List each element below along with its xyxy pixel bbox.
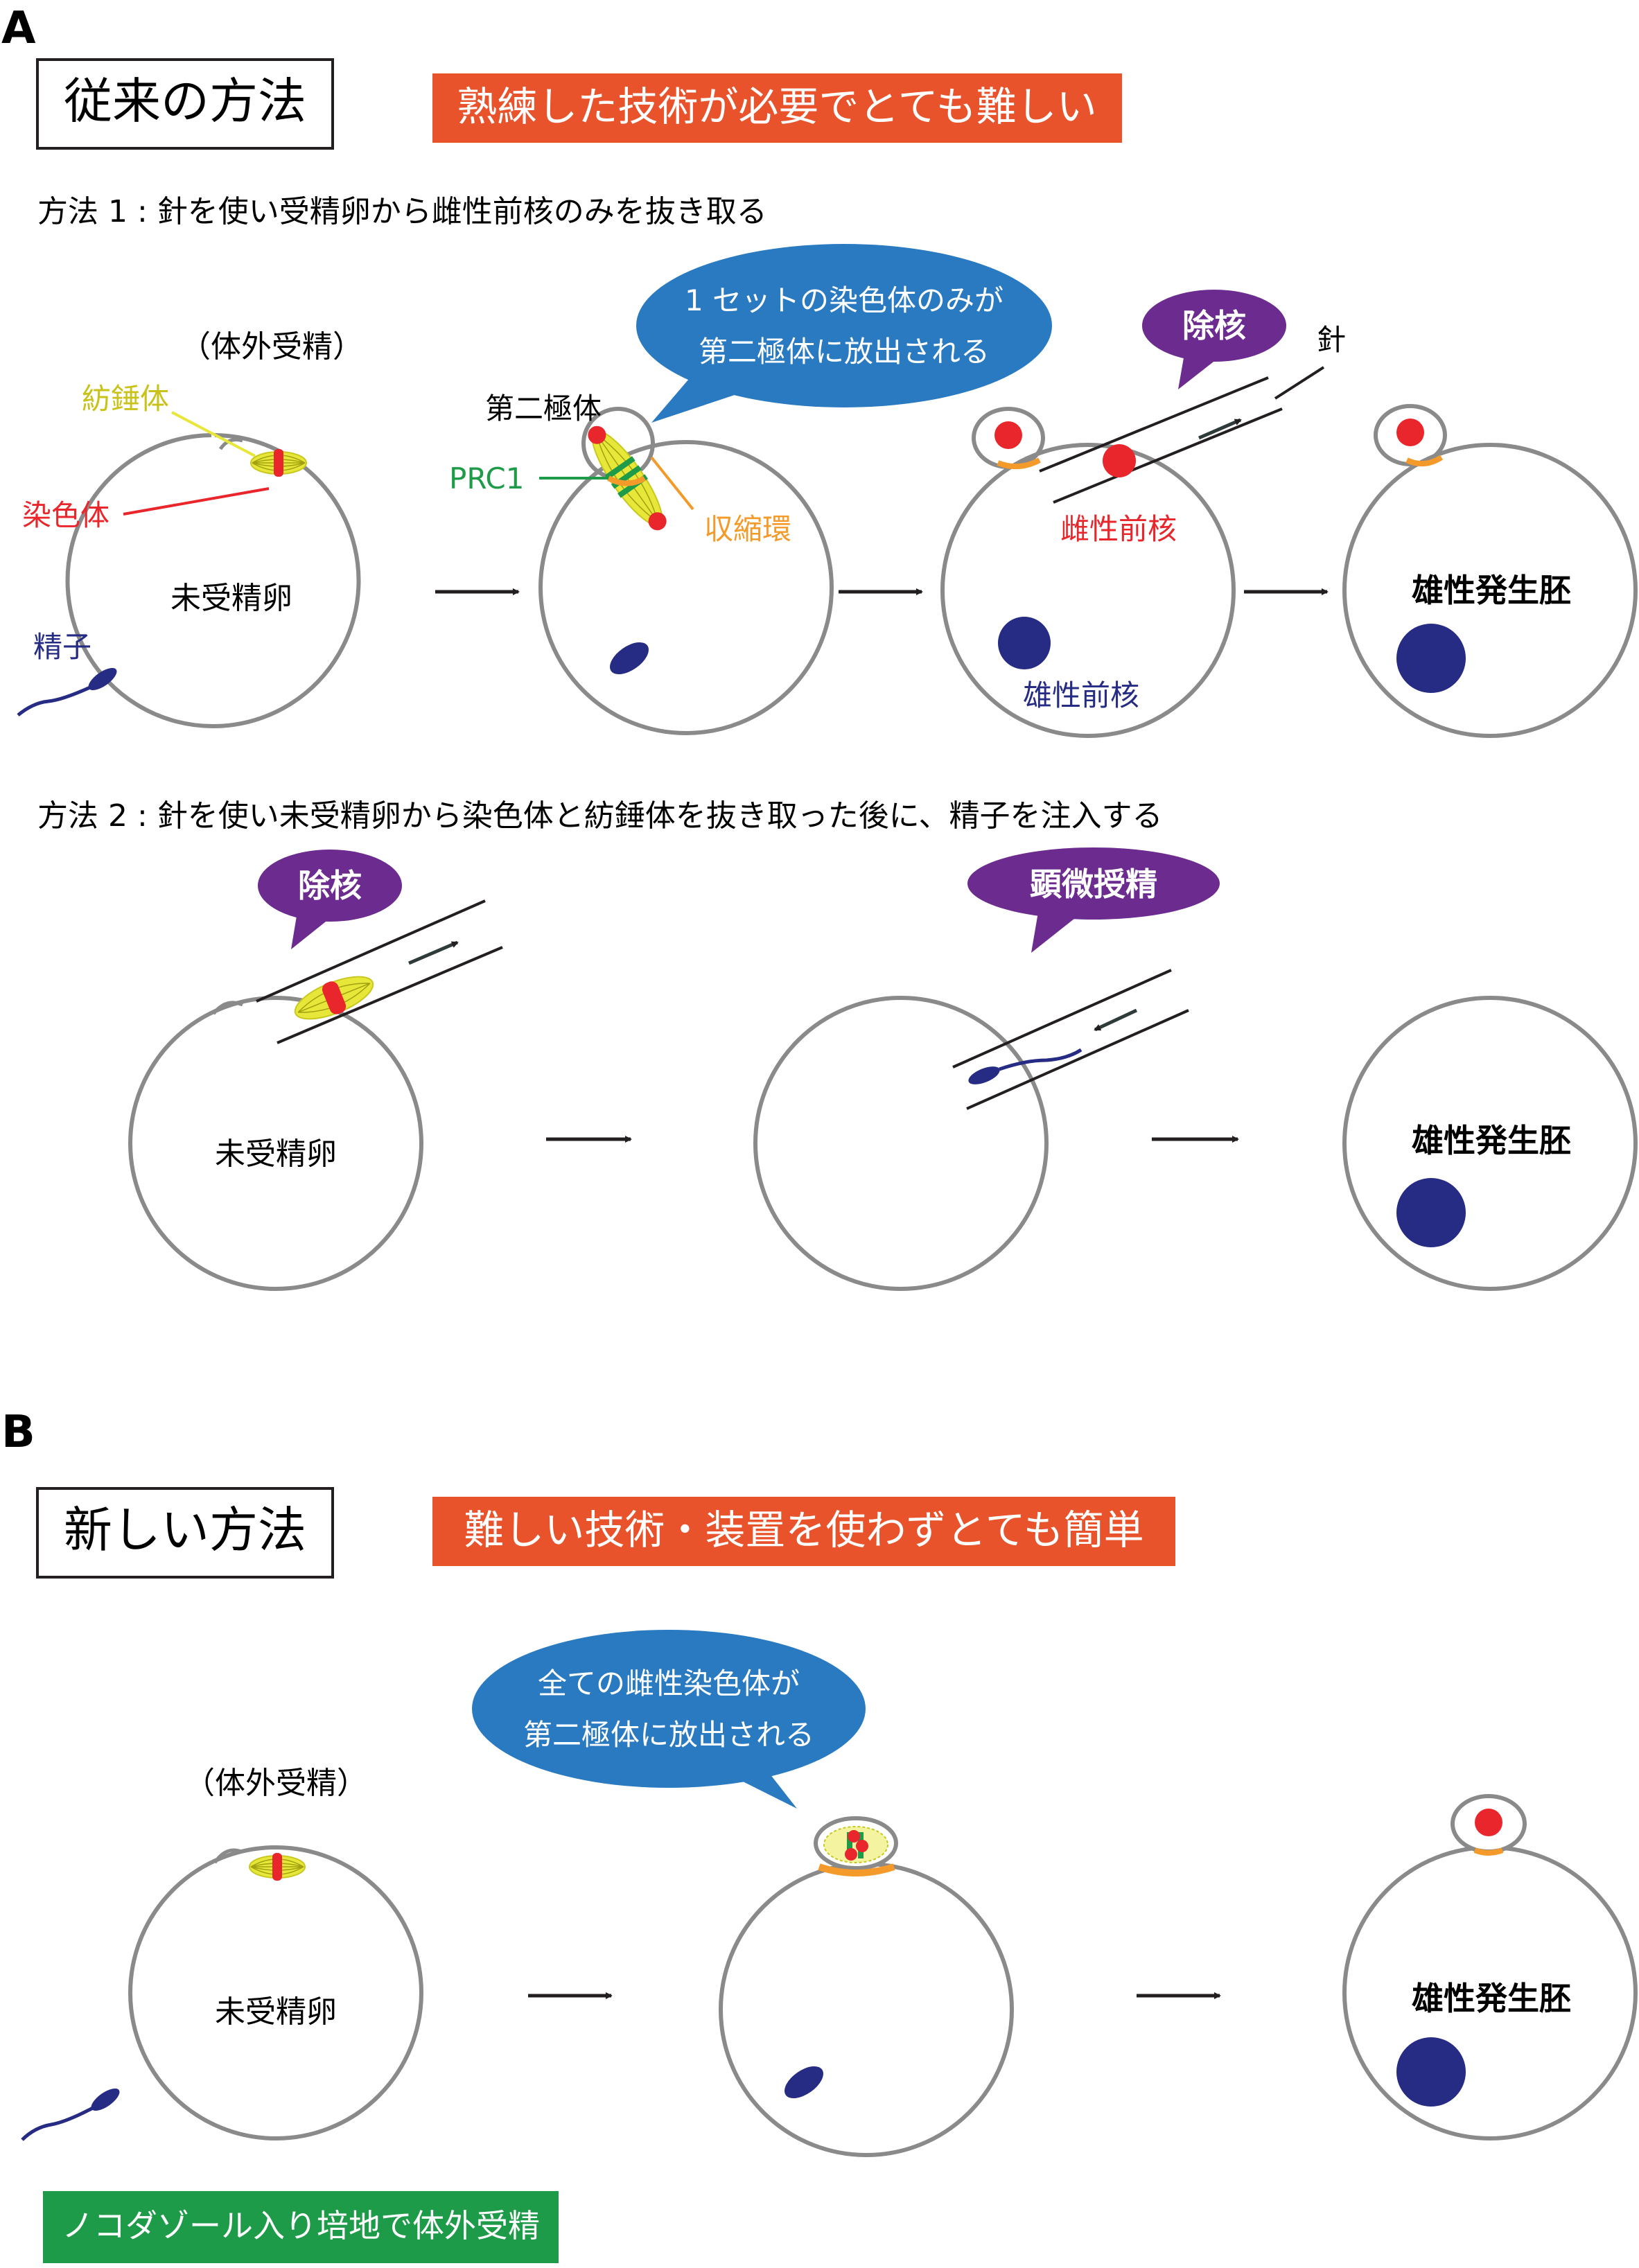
female-pronucleus [1103,444,1136,477]
panel-b-title: 新しい方法 [64,1502,306,1558]
panel-b-ease-text: 難しい技術・装置を使わずとても簡単 [464,1506,1143,1554]
method2-embryo-nucleus [1396,1178,1466,1247]
method1-spindle [250,448,307,477]
method1-heading: 方法 1 : 針を使い受精卵から雌性前核のみを抜き取る [37,194,767,229]
method2-icsi-needle-upper [952,969,1172,1069]
method2-embryo-label: 雄性発生胚 [1412,1122,1571,1159]
needle-tail-line [1274,366,1325,400]
method1-zygote-cell [940,443,1236,738]
panel-b-sperm-icon [21,2088,120,2141]
method2-injected-sperm [968,1048,1083,1084]
method2-enucleation-text: 除核 [298,867,362,904]
method1-anaphase-cell [538,440,834,735]
male-pronucleus [998,617,1051,669]
panel-b-embryo-nucleus [1396,2037,1466,2107]
chromosome-leader-line [123,487,270,516]
method2-needle-lower [277,946,503,1044]
method1-egg-label: 未受精卵 [170,581,292,616]
panel-b-egg-label: 未受精卵 [215,1994,337,2030]
panel-b-ivf-label: （体外受精） [184,1766,367,1801]
chromosome-label: 染色体 [22,498,109,532]
panel-b-contractile-ring [818,1863,895,1876]
panel-a-title-box [36,58,334,150]
method2-enucleated-cell [753,996,1049,1291]
panel-b-ease-banner [432,1497,1175,1566]
method2-spindle [294,976,374,1020]
sperm-label: 精子 [33,630,91,664]
needle-upper-line [1039,376,1269,473]
panel-b-sperm-head [785,2066,823,2099]
method2-removal-arrow [408,940,459,965]
method1-embryo-cell [1342,443,1638,738]
method1-bubble-line1: 1 セットの染色体のみが [685,283,1003,317]
method2-embryo-cell [1342,996,1638,1291]
needle-lower-line [1053,407,1283,504]
prc1-label: PRC1 [449,461,524,495]
panel-b-nocodazole-tag [43,2191,559,2263]
needle-label: 針 [1317,323,1346,357]
method1-egg-cell [65,433,361,728]
panel-b-embryo-label: 雄性発生胚 [1412,1980,1571,2017]
method2-injection-arrow [1094,1008,1138,1032]
method1-ivf-label: （体外受精） [180,329,363,364]
panel-b-bubble-line2: 第二極体に放出される [523,1718,814,1752]
panel-b-final-ring [1473,1847,1504,1856]
panel-b-letter: B [1,1407,35,1458]
method2-egg-label: 未受精卵 [215,1136,337,1172]
method1-contractile-ring [607,475,647,486]
male-pronucleus-label: 雄性前核 [1023,678,1139,712]
method1-embryo-label: 雄性発生胚 [1412,572,1571,609]
polar-body-label: 第二極体 [485,392,602,425]
method2-enucleation-tag [258,850,402,949]
panel-a-difficulty-text: 熟練した技術が必要でとても難しい [457,83,1096,130]
panel-b-scattered-spindle [823,1826,888,1863]
ring-label: 収縮環 [704,512,791,546]
panel-b-final-polar-chromosomes [1475,1809,1502,1836]
panel-b-spindle [249,1852,306,1881]
panel-b-bubble-line1: 全ての雌性染色体が [538,1667,800,1700]
spindle-label: 紡錘体 [82,382,169,416]
panel-b-speech-bubble [472,1630,866,1809]
method1-embryo-nucleus [1396,624,1466,693]
method1-sperm-head [610,642,649,675]
method2-icsi-tag [967,847,1220,953]
method2-icsi-needle-lower [966,1009,1189,1110]
method1-elongated-spindle [588,425,667,531]
method2-needle-upper [256,899,486,1003]
method2-egg-cell [128,996,423,1291]
panel-b-nocodazole-text: ノコダゾール入り培地で体外受精 [62,2207,540,2244]
method1-speech-bubble [636,244,1052,423]
method2-heading: 方法 2 : 針を使い未受精卵から染色体と紡錘体を抜き取った後に、精子を注入する [37,798,1162,834]
female-pronucleus-label: 雌性前核 [1060,512,1177,546]
method1-final-polar-chromosomes [1396,419,1424,446]
method1-enucleation-text: 除核 [1182,307,1246,344]
ring-leader-line [650,456,694,511]
spindle-leader-line [171,411,256,457]
sperm-icon [17,667,117,717]
polar-body-chromosomes [994,421,1022,449]
method1-enucleation-tag [1142,290,1286,389]
method1-bubble-line2: 第二極体に放出される [699,335,990,369]
method1-ring-remnant [997,457,1041,470]
panel-b-egg-cell [128,1845,423,2140]
panel-b-extrusion-cell [719,1862,1014,2157]
panel-a-difficulty-banner [432,73,1122,143]
panel-a-title: 従来の方法 [64,73,306,130]
panel-a-letter: A [1,3,36,54]
method2-icsi-text: 顕微授精 [1030,865,1157,903]
needle-direction-arrow [1198,418,1242,440]
panel-b-title-box [36,1487,334,1579]
method1-final-ring [1405,455,1444,467]
